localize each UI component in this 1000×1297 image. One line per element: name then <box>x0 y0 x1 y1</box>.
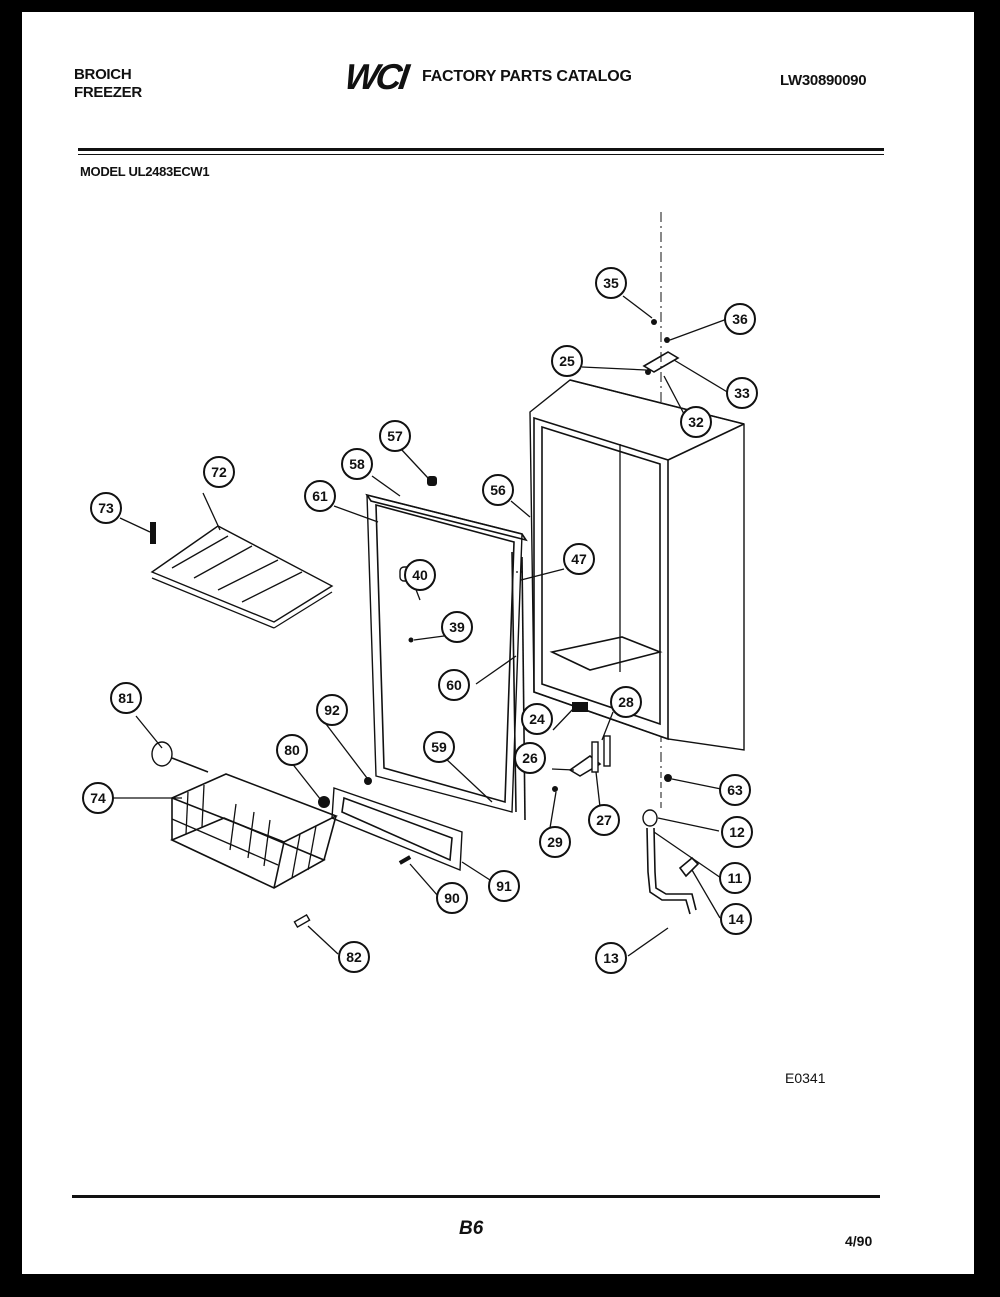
diagram-code: E0341 <box>785 1070 826 1086</box>
brand-name: BROICH <box>74 66 132 83</box>
product-type: FREEZER <box>74 84 142 101</box>
callout-58: 58 <box>341 448 373 480</box>
callout-28-label: 28 <box>618 694 634 710</box>
callout-92-label: 92 <box>324 702 340 718</box>
callout-13-label: 13 <box>603 950 619 966</box>
shelf-part <box>150 525 334 629</box>
callout-39-label: 39 <box>449 619 465 635</box>
callout-72: 72 <box>203 456 235 488</box>
callout-11-label: 11 <box>728 870 743 886</box>
callout-90: 90 <box>436 882 468 914</box>
callout-29: 29 <box>539 826 571 858</box>
door-panel-part <box>365 493 528 821</box>
callout-28: 28 <box>610 686 642 718</box>
wire-basket-part <box>169 773 338 889</box>
callout-81-label: 81 <box>118 690 134 706</box>
callout-33: 33 <box>726 377 758 409</box>
callout-73: 73 <box>90 492 122 524</box>
callout-74: 74 <box>82 782 114 814</box>
callout-40: 40 <box>404 559 436 591</box>
callout-63-label: 63 <box>727 782 743 798</box>
callout-11: 11 <box>719 862 751 894</box>
callout-72-label: 72 <box>211 464 227 480</box>
callout-36: 36 <box>724 303 756 335</box>
callout-27-label: 27 <box>596 812 612 828</box>
catalog-title: FACTORY PARTS CATALOG <box>422 68 632 85</box>
callout-14-label: 14 <box>728 911 744 927</box>
callout-57-label: 57 <box>387 428 403 444</box>
callout-56-label: 56 <box>490 482 506 498</box>
callout-81: 81 <box>110 682 142 714</box>
kick-plate-part <box>331 787 463 872</box>
callout-61-label: 61 <box>312 488 328 504</box>
callout-47-label: 47 <box>571 551 587 567</box>
callout-91: 91 <box>488 870 520 902</box>
callout-92: 92 <box>316 694 348 726</box>
header-rule-thick <box>78 148 884 151</box>
catalog-page: BROICH FREEZER WCI FACTORY PARTS CATALOG… <box>22 12 974 1274</box>
callout-90-label: 90 <box>444 890 460 906</box>
callout-73-label: 73 <box>98 500 114 516</box>
catalog-number: LW30890090 <box>780 72 867 89</box>
callout-35: 35 <box>595 267 627 299</box>
callout-82: 82 <box>338 941 370 973</box>
callout-27: 27 <box>588 804 620 836</box>
callout-56: 56 <box>482 474 514 506</box>
callout-82-label: 82 <box>346 949 362 965</box>
callout-32-label: 32 <box>688 414 704 430</box>
callout-25: 25 <box>551 345 583 377</box>
callout-29-label: 29 <box>547 834 563 850</box>
callout-12-label: 12 <box>729 824 745 840</box>
callout-80: 80 <box>276 734 308 766</box>
callout-36-label: 36 <box>732 311 748 327</box>
callout-40-label: 40 <box>412 567 428 583</box>
callout-63: 63 <box>719 774 751 806</box>
callout-26: 26 <box>514 742 546 774</box>
callout-59-label: 59 <box>431 739 447 755</box>
callout-32: 32 <box>680 406 712 438</box>
callout-80-label: 80 <box>284 742 300 758</box>
callout-59: 59 <box>423 731 455 763</box>
callout-26-label: 26 <box>522 750 538 766</box>
callout-58-label: 58 <box>349 456 365 472</box>
callout-57: 57 <box>379 420 411 452</box>
callout-13: 13 <box>595 942 627 974</box>
callout-12: 12 <box>721 816 753 848</box>
callout-25-label: 25 <box>559 353 575 369</box>
model-label: MODEL UL2483ECW1 <box>80 164 210 179</box>
brand-block: BROICH FREEZER <box>74 66 142 102</box>
footer-rule <box>72 1195 880 1198</box>
callout-60: 60 <box>438 669 470 701</box>
callout-35-label: 35 <box>603 275 619 291</box>
callout-91-label: 91 <box>496 878 512 894</box>
callout-47: 47 <box>563 543 595 575</box>
callout-39: 39 <box>441 611 473 643</box>
page-date: 4/90 <box>845 1233 873 1249</box>
header-rule-thin <box>78 154 884 155</box>
callout-74-label: 74 <box>90 790 106 806</box>
callout-24-label: 24 <box>529 711 545 727</box>
callout-61: 61 <box>304 480 336 512</box>
callout-60-label: 60 <box>446 677 462 693</box>
cabinet-part <box>529 379 745 751</box>
page-number: B6 <box>459 1218 484 1239</box>
callout-24: 24 <box>521 703 553 735</box>
callout-33-label: 33 <box>734 385 750 401</box>
callout-14: 14 <box>720 903 752 935</box>
exploded-parts-diagram: 35 36 25 33 32 57 58 72 56 61 73 47 40 3… <box>82 212 758 974</box>
